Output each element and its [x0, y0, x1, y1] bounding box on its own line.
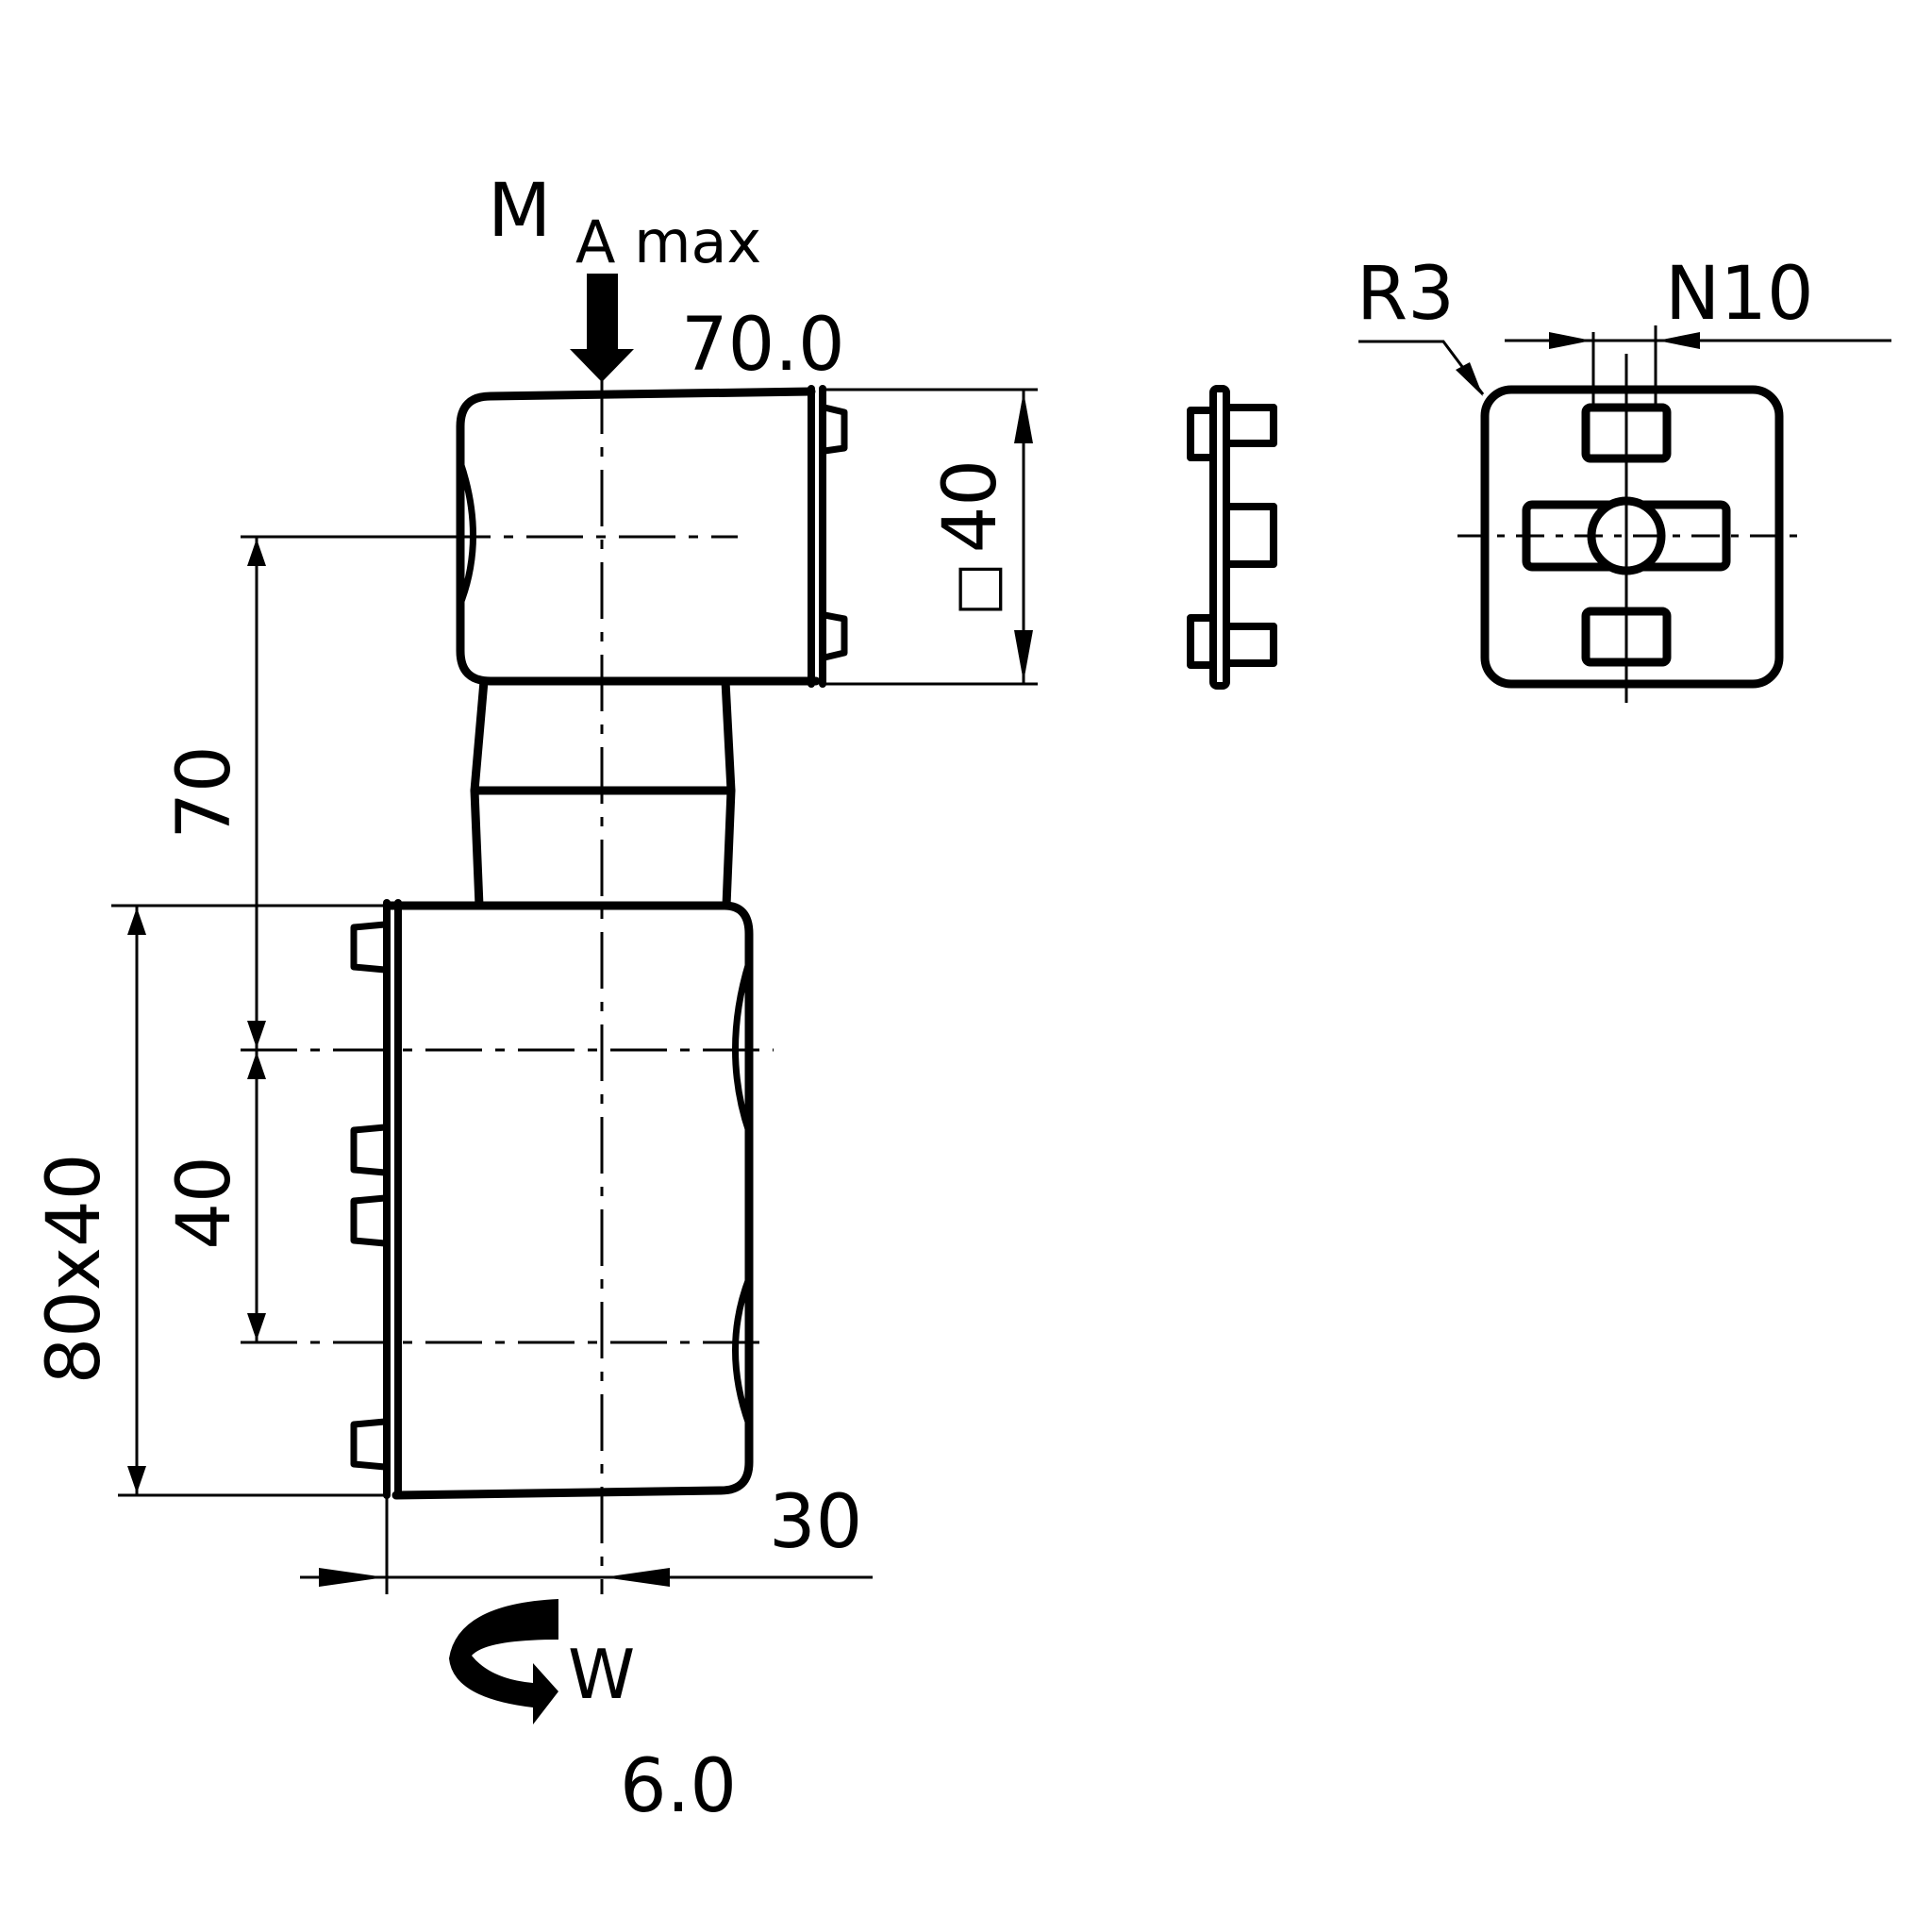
square-value: 40	[928, 459, 1013, 553]
side-view-plate	[1187, 385, 1277, 690]
dimension-top-square: □ 40	[823, 388, 1038, 686]
moment-annotation: M A max 70.0	[488, 169, 845, 388]
dimension-profile-size: 80x40	[32, 904, 387, 1497]
torque-annotation: W 6.0	[449, 1599, 737, 1829]
radius-annotation: R3	[1357, 252, 1485, 396]
dimension-hole-spacing: 40	[162, 1050, 266, 1342]
dim-label-70: 70	[162, 745, 247, 839]
dim-label-square-40: □ 40	[928, 459, 1013, 616]
bottom-profile-block	[350, 899, 754, 1500]
center-lines	[241, 377, 774, 1594]
dimension-center-distance: 70	[162, 535, 434, 1050]
dim-label-80x40: 80x40	[32, 1154, 117, 1385]
front-view	[1457, 354, 1797, 703]
moment-subscript: A max	[575, 208, 761, 276]
slot-width-label: N10	[1665, 252, 1814, 337]
top-profile-block	[456, 385, 848, 688]
dimension-offset: 30	[300, 1480, 873, 1594]
square-symbol: □	[943, 562, 1009, 616]
torque-symbol: W	[568, 1635, 635, 1714]
radius-label: R3	[1357, 252, 1455, 337]
down-arrow-icon	[570, 274, 634, 382]
dimension-slot-width: N10	[1505, 252, 1891, 408]
torque-value: 6.0	[620, 1744, 737, 1829]
dim-label-30: 30	[769, 1480, 862, 1565]
moment-symbol: M	[488, 169, 551, 254]
moment-value: 70.0	[681, 303, 845, 388]
rotation-arrow-icon	[449, 1599, 558, 1724]
dim-label-40: 40	[162, 1156, 247, 1249]
